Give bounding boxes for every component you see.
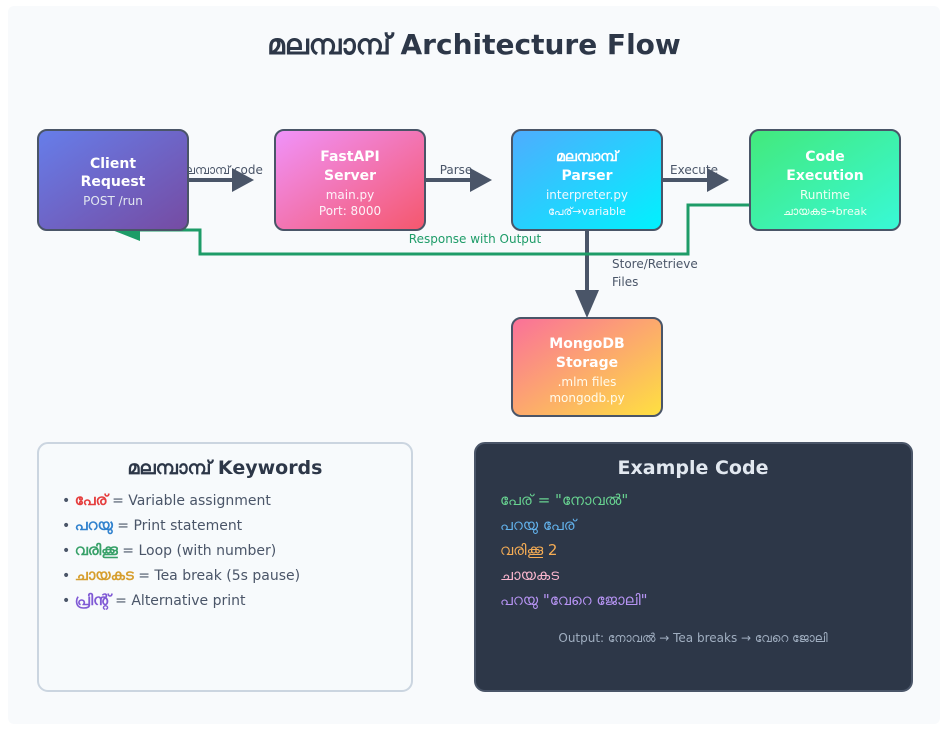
keyword-word: പേര് — [75, 491, 111, 509]
svg-text:interpreter.py: interpreter.py — [546, 188, 628, 202]
keywords-list: • പേര് = Variable assignment• പറയു = Pri… — [62, 491, 300, 610]
code-line: വരിക്കൂ 2 — [500, 541, 557, 559]
node-code-execution: Code Execution Runtime ചായകട→break — [749, 129, 901, 231]
keyword-description: = Loop (with number) — [118, 543, 276, 559]
svg-text:Storage: Storage — [556, 355, 618, 371]
code-line: പേര് = "നോവൽ" — [500, 491, 628, 509]
svg-text:mongodb.py: mongodb.py — [549, 391, 624, 405]
node-mongodb-storage: MongoDB Storage .mlm files mongodb.py — [511, 317, 663, 417]
page-title: മലമ്പാമ്പ് Architecture Flow — [267, 28, 681, 61]
svg-text:Runtime: Runtime — [800, 188, 850, 202]
keyword-item: • ചായകട = Tea break (5s pause) — [62, 566, 300, 584]
keyword-item: • പേര് = Variable assignment — [62, 491, 271, 509]
keyword-word: ചായകട — [75, 566, 135, 584]
svg-text:Execution: Execution — [786, 168, 863, 184]
edge-label-server-parser: Parse — [440, 163, 473, 177]
code-line: പറയു പേര് — [500, 516, 578, 534]
edge-label-parser-storage: Store/Retrieve Files — [612, 257, 702, 289]
svg-text:main.py: main.py — [326, 188, 375, 202]
edge-server-parser — [425, 168, 492, 192]
svg-text:Port: 8000: Port: 8000 — [319, 204, 381, 218]
svg-text:POST /run: POST /run — [83, 194, 143, 208]
keyword-word: പ്രിന്റ് — [75, 591, 114, 610]
svg-text:മലമ്പാമ്പ്: മലമ്പാമ്പ് — [556, 149, 620, 165]
svg-text:Code: Code — [805, 149, 844, 165]
node-parser: മലമ്പാമ്പ് Parser interpreter.py പേര്→va… — [511, 129, 663, 231]
edge-label-parser-execution: Execute — [670, 163, 718, 177]
edge-parser-execution — [662, 168, 729, 192]
node-fastapi-server: FastAPI Server main.py Port: 8000 — [274, 129, 426, 231]
node-client-request: Client Request POST /run — [37, 129, 189, 231]
keyword-word: പറയു — [75, 516, 114, 535]
edge-label-client-server: മലമ്പാമ്പ് code — [177, 163, 263, 177]
svg-text:FastAPI: FastAPI — [320, 149, 380, 165]
svg-text:Parser: Parser — [562, 168, 613, 184]
keyword-description: = Alternative print — [111, 593, 246, 609]
svg-text:.mlm files: .mlm files — [558, 375, 617, 389]
keyword-description: = Print statement — [113, 518, 243, 534]
keyword-bullet: • — [62, 493, 75, 509]
keyword-bullet: • — [62, 543, 75, 559]
keyword-item: • പറയു = Print statement — [62, 516, 243, 535]
keyword-item: • വരിക്കൂ = Loop (with number) — [62, 541, 276, 559]
edge-client-server — [188, 168, 254, 192]
svg-text:MongoDB: MongoDB — [549, 336, 624, 352]
example-code-title: Example Code — [618, 457, 769, 479]
edge-label-response: Response with Output — [409, 232, 542, 246]
keyword-item: • പ്രിന്റ് = Alternative print — [62, 591, 246, 610]
keyword-description: = Tea break (5s pause) — [134, 568, 300, 584]
keyword-word: വരിക്കൂ — [75, 541, 119, 559]
code-line: ചായകട — [500, 566, 559, 584]
keywords-panel: മലമ്പാമ്പ് Keywords • പേര് = Variable as… — [37, 442, 413, 692]
keyword-description: = Variable assignment — [108, 493, 272, 509]
keyword-bullet: • — [62, 568, 75, 584]
svg-text:Request: Request — [81, 174, 146, 190]
keyword-bullet: • — [62, 518, 75, 534]
svg-text:പേര്→variable: പേര്→variable — [548, 205, 626, 218]
svg-text:Server: Server — [324, 168, 376, 184]
edge-parser-storage — [575, 230, 599, 318]
keyword-bullet: • — [62, 593, 75, 609]
example-code-panel: Example Code പേര് = "നോവൽ" പറയു പേര് വരിക്… — [474, 442, 913, 692]
code-lines: പേര് = "നോവൽ" പറയു പേര് വരിക്കൂ 2 ചായകട പറയു… — [500, 491, 648, 609]
code-line: പറയു "വേറെ ജോലി" — [500, 591, 648, 609]
example-output: Output: നോവൽ → Tea breaks → വേറെ ജോലി — [558, 631, 828, 645]
svg-text:Client: Client — [90, 156, 136, 172]
svg-text:ചായകട→break: ചായകട→break — [783, 205, 867, 218]
keywords-title: മലമ്പാമ്പ് Keywords — [128, 457, 323, 479]
